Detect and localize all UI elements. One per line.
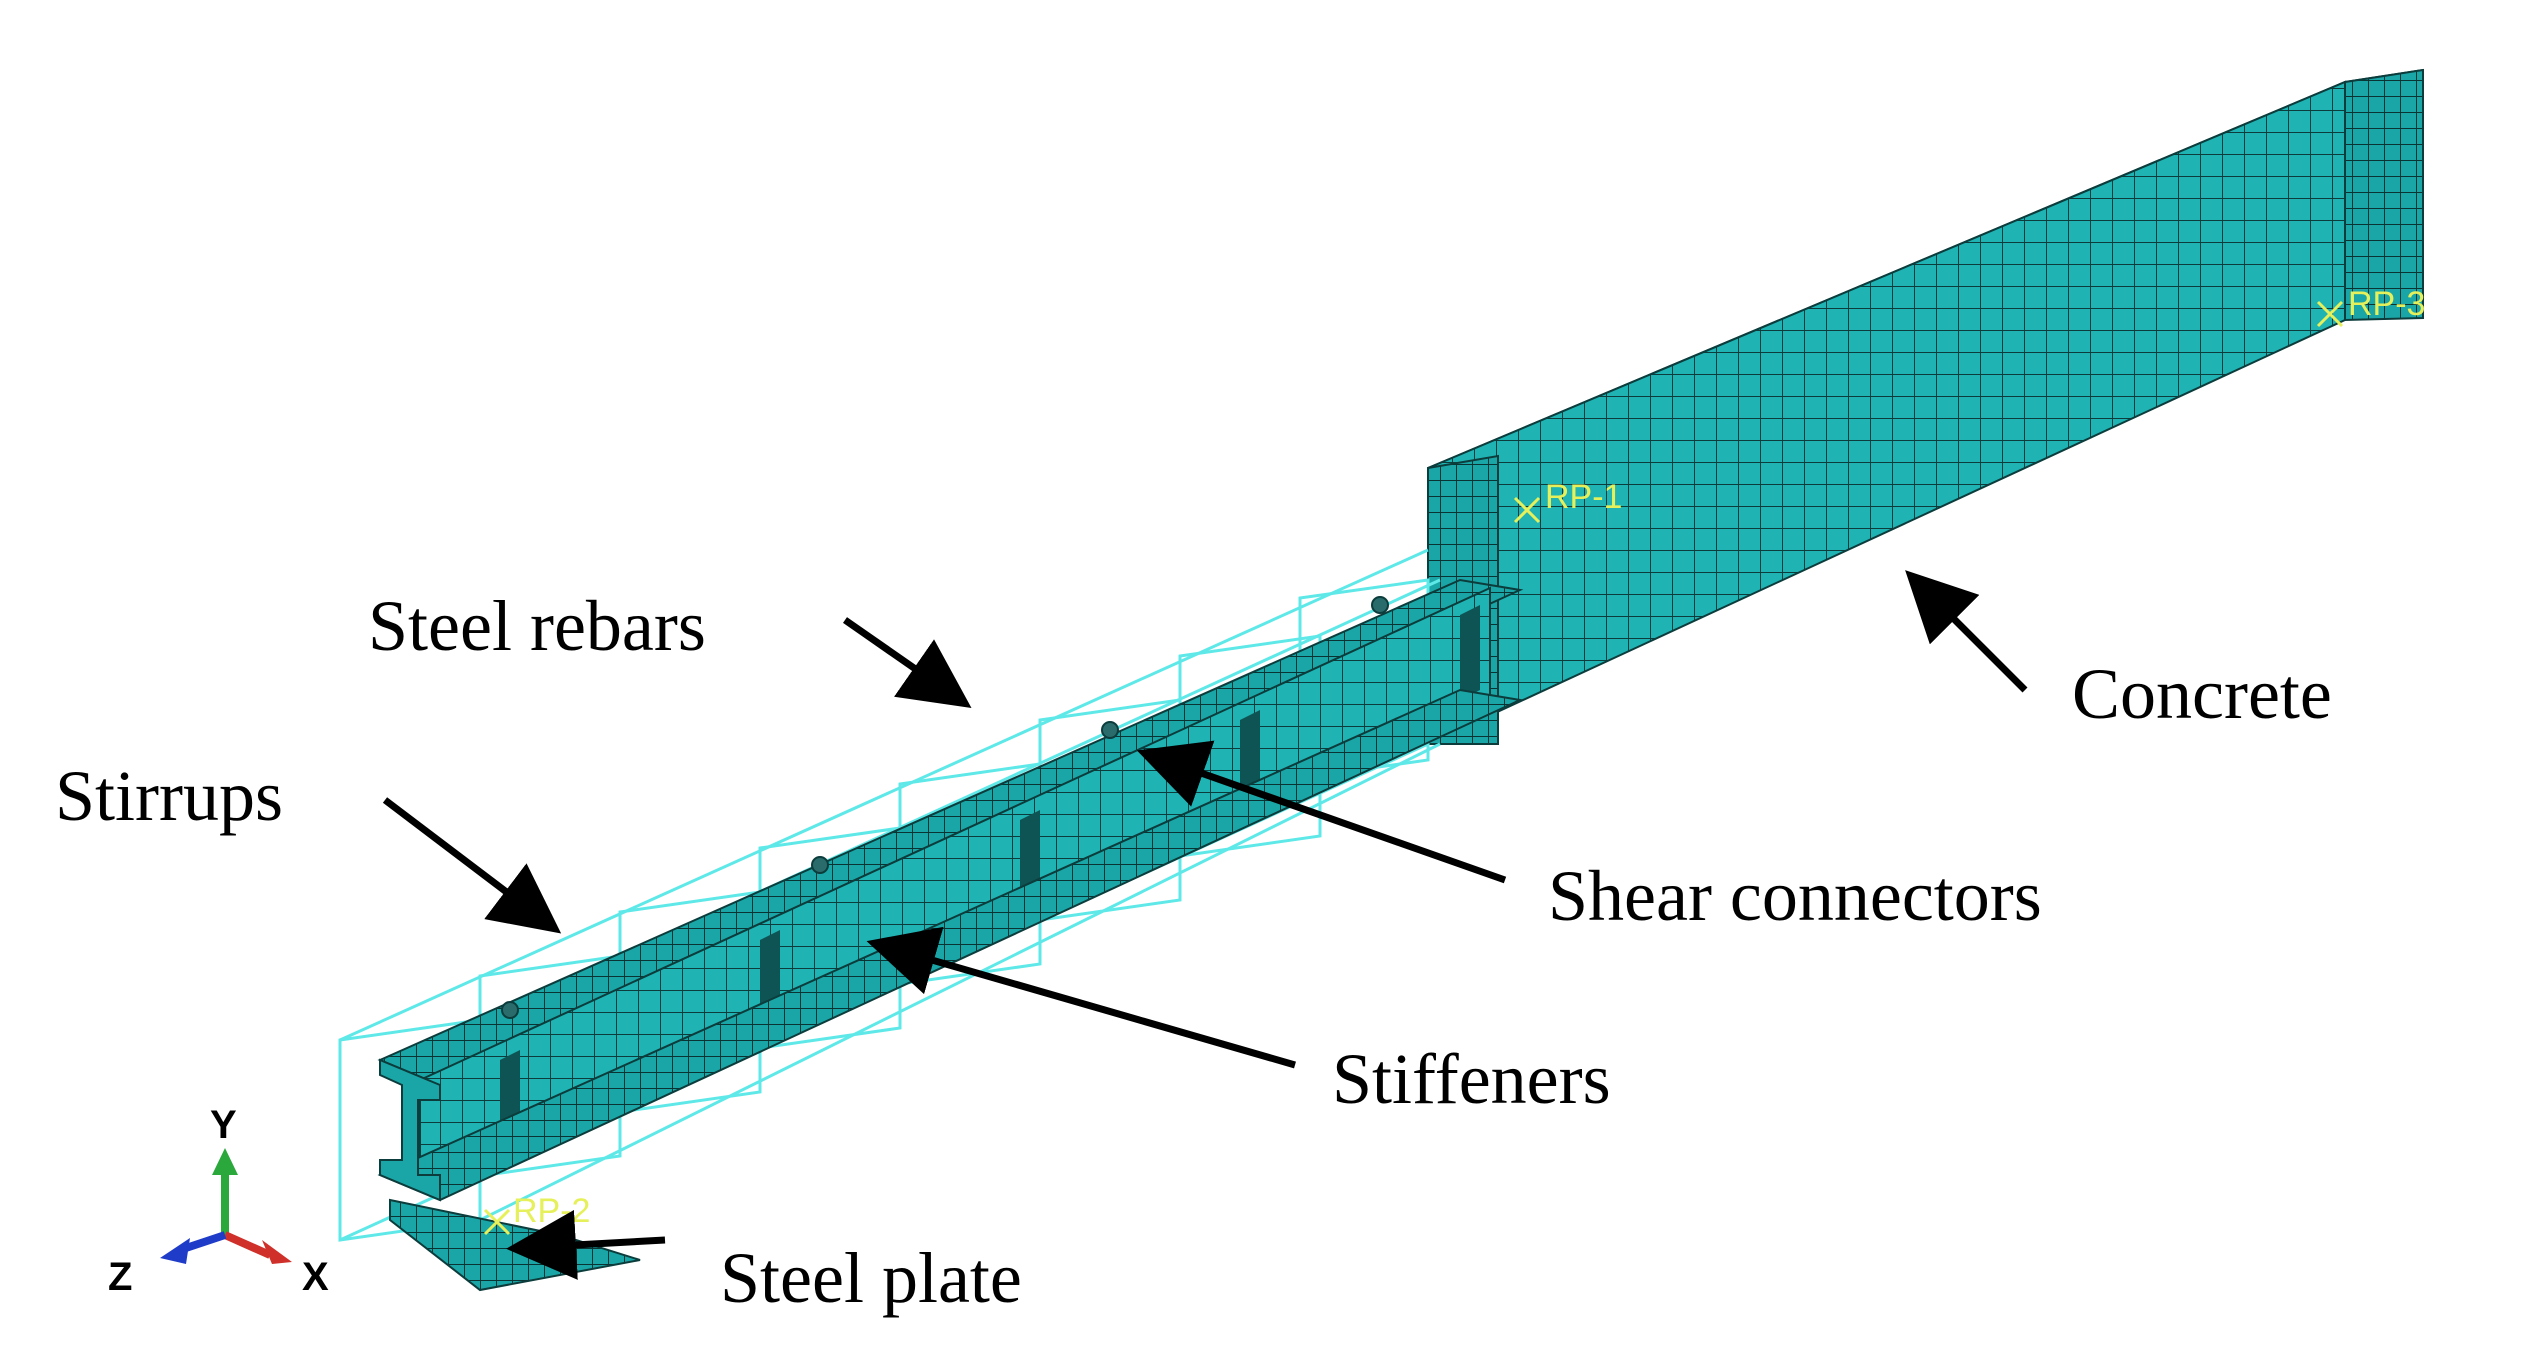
- axis-triad: [160, 1148, 292, 1264]
- arrow-stirrups: [382, 797, 562, 934]
- label-stiffeners: Stiffeners: [1332, 1039, 1611, 1119]
- arrow-shear-connectors: [1136, 740, 1507, 884]
- axis-z-arrow: [160, 1238, 190, 1264]
- steel-i-beam: [377, 578, 1524, 1202]
- rp1-marker: [1513, 496, 1541, 524]
- rp3-marker: [2316, 300, 2344, 328]
- rp2-label: RP-2: [513, 1192, 590, 1230]
- stiffeners: [500, 605, 1480, 1140]
- rp3-label: RP-3: [2348, 285, 2425, 323]
- rp2-marker: [483, 1208, 511, 1236]
- arrow-stiffeners: [866, 926, 1296, 1069]
- arrow-steel-rebars: [843, 617, 972, 708]
- label-steel-plate: Steel plate: [720, 1238, 1022, 1318]
- axis-x-label: X: [302, 1255, 329, 1299]
- reference-points: [483, 300, 2344, 1236]
- label-stirrups: Stirrups: [55, 756, 283, 836]
- axis-x-arrow: [262, 1240, 292, 1264]
- arrow-steel-plate: [506, 1209, 666, 1280]
- rp1-label: RP-1: [1545, 478, 1622, 516]
- arrow-concrete: [1905, 570, 2028, 693]
- concrete-front-face: [1427, 80, 2346, 746]
- axis-y-label: Y: [210, 1103, 237, 1147]
- label-concrete: Concrete: [2072, 654, 2332, 734]
- axis-x-line: [223, 1231, 272, 1259]
- axis-z-label: Z: [108, 1255, 132, 1299]
- label-steel-rebars: Steel rebars: [368, 586, 706, 666]
- callout-arrows: [382, 570, 2028, 1280]
- concrete-right-face: [2344, 68, 2424, 322]
- concrete-block: [1427, 68, 2424, 746]
- axis-y-arrow: [212, 1148, 238, 1175]
- beam-end-section: [379, 1058, 441, 1202]
- shear-connector-studs: [501, 596, 1389, 1019]
- label-shear-connectors: Shear connectors: [1548, 856, 2042, 936]
